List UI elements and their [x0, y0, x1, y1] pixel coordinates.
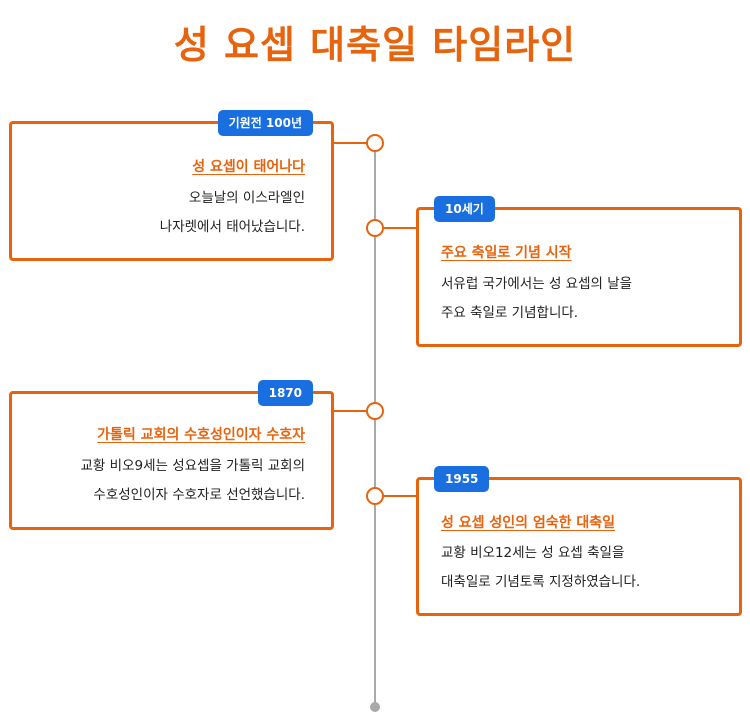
timeline-node-2 [366, 219, 384, 237]
timeline-end-dot [370, 702, 380, 712]
event-badge-4: 1955 [434, 466, 490, 492]
event-badge-1: 기원전 100년 [217, 110, 313, 136]
event-title-3: 가톨릭 교회의 수호성인이자 수호자 [97, 427, 305, 443]
event-body-4-line-2: 대축일로 기념토록 지정하였습니다. [441, 574, 641, 590]
event-body-4-line-1: 교황 비오12세는 성 요셉 축일을 [441, 545, 625, 561]
event-body-4: 교황 비오12세는 성 요셉 축일을 대축일로 기념토록 지정하였습니다. [441, 539, 640, 597]
event-card-4: 1955 성 요셉 성인의 엄숙한 대축일 교황 비오12세는 성 요셉 축일을… [416, 466, 742, 616]
timeline-node-1 [366, 134, 384, 152]
event-badge-2: 10세기 [434, 196, 495, 222]
event-body-1-line-2: 나자렛에서 태어났습니다. [159, 219, 305, 235]
event-title-2: 주요 축일로 기념 시작 [441, 245, 572, 261]
timeline-node-4 [366, 487, 384, 505]
timeline-node-3 [366, 402, 384, 420]
event-badge-3: 1870 [257, 380, 313, 406]
connector-1 [333, 142, 367, 144]
event-card-1: 기원전 100년 성 요셉이 태어나다 오늘날의 이스라엘인 나자렛에서 태어났… [9, 110, 334, 261]
event-card-3: 1870 가톨릭 교회의 수호성인이자 수호자 교황 비오9세는 성요셉을 가톨… [9, 380, 334, 530]
page-title: 성 요셉 대축일 타임라인 [173, 23, 577, 67]
event-body-1: 오늘날의 이스라엘인 나자렛에서 태어났습니다. [160, 184, 305, 242]
event-body-2-line-1: 서유럽 국가에서는 성 요셉의 날을 [441, 276, 633, 292]
connector-2 [383, 227, 419, 229]
timeline-axis [374, 143, 376, 708]
event-body-2-line-2: 주요 축일로 기념합니다. [441, 305, 579, 321]
event-card-2: 10세기 주요 축일로 기념 시작 서유럽 국가에서는 성 요셉의 날을 주요 … [416, 196, 742, 347]
connector-4 [383, 495, 419, 497]
connector-3 [333, 410, 367, 412]
event-body-3-line-1: 교황 비오9세는 성요셉을 가톨릭 교회의 [80, 458, 305, 474]
event-body-3-line-2: 수호성인이자 수호자로 선언했습니다. [93, 487, 305, 503]
event-title-4: 성 요셉 성인의 엄숙한 대축일 [441, 515, 616, 531]
event-title-1: 성 요셉이 태어나다 [192, 159, 305, 175]
event-body-2: 서유럽 국가에서는 성 요셉의 날을 주요 축일로 기념합니다. [441, 270, 632, 328]
event-body-3: 교황 비오9세는 성요셉을 가톨릭 교회의 수호성인이자 수호자로 선언했습니다… [81, 452, 305, 510]
event-body-1-line-1: 오늘날의 이스라엘인 [188, 190, 305, 206]
